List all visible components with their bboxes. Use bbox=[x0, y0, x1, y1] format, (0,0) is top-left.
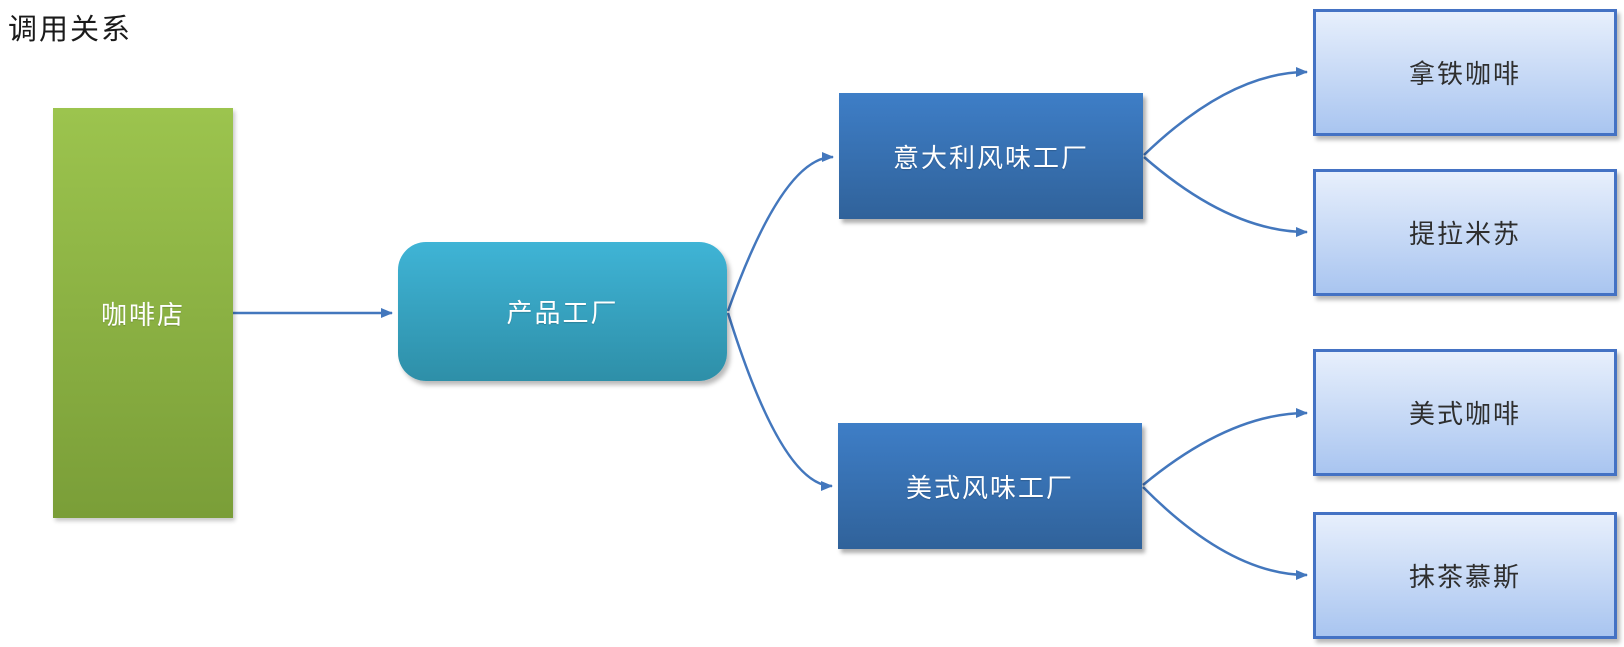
node-coffee-shop-label: 咖啡店 bbox=[100, 300, 185, 330]
node-tiramisu: 提拉米苏 bbox=[1313, 169, 1617, 296]
node-tiramisu-label: 提拉米苏 bbox=[1408, 220, 1521, 249]
node-americano-coffee-label: 美式咖啡 bbox=[1408, 400, 1521, 429]
edge-italian-factory-to-latte bbox=[1143, 67, 1308, 156]
node-product-factory: 产品工厂 bbox=[398, 242, 727, 381]
node-matcha-mousse: 抹茶慕斯 bbox=[1313, 512, 1617, 639]
node-product-factory-label: 产品工厂 bbox=[506, 299, 619, 328]
node-americano-coffee: 美式咖啡 bbox=[1313, 349, 1617, 476]
node-american-flavor-factory: 美式风味工厂 bbox=[838, 423, 1142, 549]
edge-product-factory-to-italian-factory bbox=[726, 152, 834, 312]
edge-american-factory-to-americano bbox=[1142, 408, 1308, 486]
node-italian-flavor-factory-label: 意大利风味工厂 bbox=[892, 143, 1089, 173]
edge-italian-factory-to-tiramisu bbox=[1143, 156, 1308, 237]
edge-american-factory-to-matcha-mousse bbox=[1142, 486, 1308, 580]
node-latte-coffee-label: 拿铁咖啡 bbox=[1408, 60, 1521, 89]
diagram-title: 调用关系 bbox=[8, 14, 133, 46]
node-latte-coffee: 拿铁咖啡 bbox=[1313, 9, 1617, 136]
node-italian-flavor-factory: 意大利风味工厂 bbox=[839, 93, 1143, 219]
edge-product-factory-to-american-factory bbox=[726, 312, 833, 491]
node-matcha-mousse-label: 抹茶慕斯 bbox=[1408, 563, 1521, 592]
node-american-flavor-factory-label: 美式风味工厂 bbox=[905, 473, 1074, 503]
node-coffee-shop: 咖啡店 bbox=[53, 108, 233, 518]
